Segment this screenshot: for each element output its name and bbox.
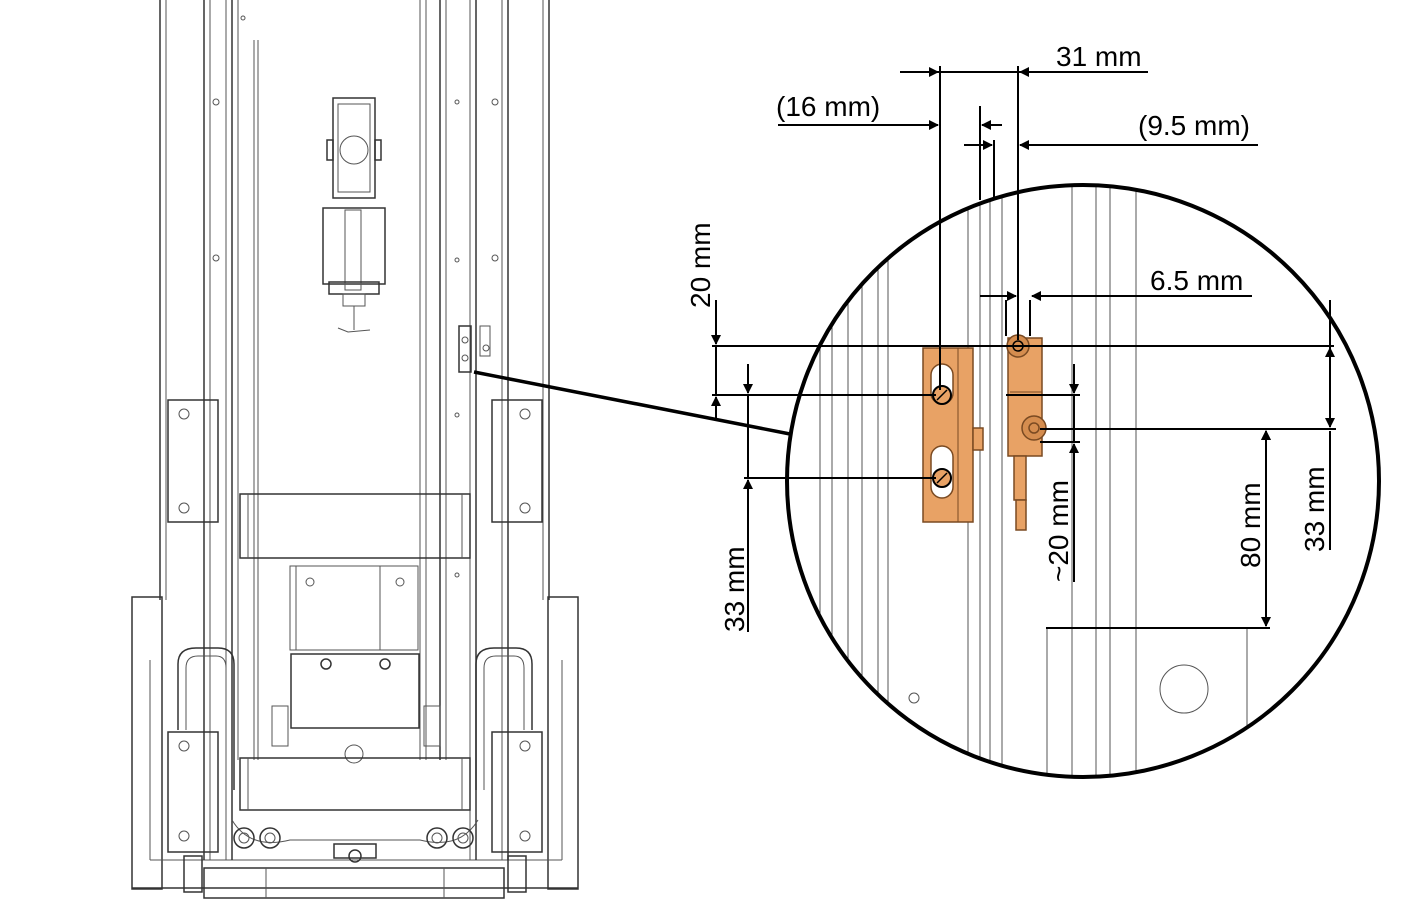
mounting-bracket	[922, 347, 984, 523]
detail-circle	[785, 183, 1381, 779]
hose-loops	[177, 647, 533, 843]
dim-20mm-left: 20 mm	[685, 222, 716, 308]
dim-16mm: (16 mm)	[776, 91, 880, 122]
outer-frame	[131, 0, 579, 890]
dim-approx-20mm: ~20 mm	[1043, 480, 1074, 582]
proximity-sensor	[1006, 334, 1047, 531]
dim-9-5mm: (9.5 mm)	[1138, 110, 1250, 141]
dim-80mm: 80 mm	[1235, 482, 1266, 568]
bottom-rollers	[183, 827, 527, 899]
machine-overview	[131, 0, 579, 899]
detail-view	[785, 183, 1381, 779]
carriage	[239, 653, 471, 811]
detail-leader-line	[473, 370, 791, 436]
sensor-location	[458, 325, 491, 373]
cross-beam	[239, 493, 471, 651]
bearing-blocks	[167, 399, 543, 853]
clamp-assembly	[322, 97, 386, 333]
dim-6-5mm: 6.5 mm	[1150, 265, 1243, 296]
dimension-lines	[711, 66, 1336, 632]
guide-rails	[203, 0, 509, 860]
dim-31mm: 31 mm	[1056, 41, 1142, 72]
dim-33mm-right: 33 mm	[1299, 466, 1330, 552]
dim-33mm-left: 33 mm	[719, 546, 750, 632]
dimension-labels: 31 mm (16 mm) (9.5 mm) 6.5 mm 20 mm 33 m…	[685, 41, 1330, 632]
